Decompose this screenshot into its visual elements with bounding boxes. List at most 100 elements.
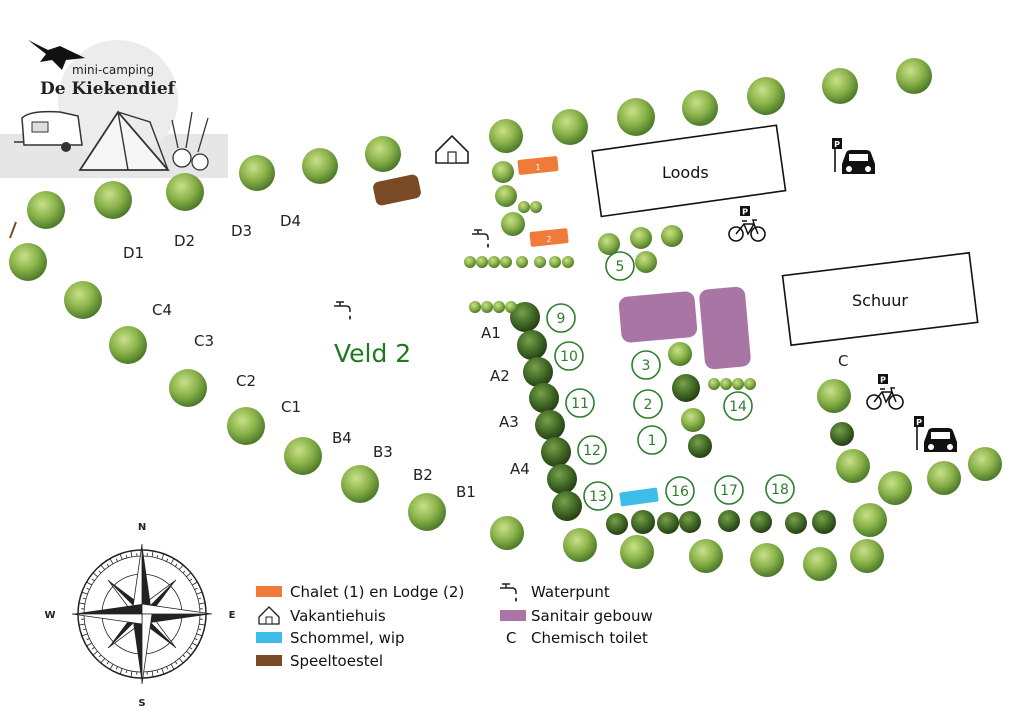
- pitch-circle: [577, 435, 607, 465]
- legend-house-icon: [258, 606, 280, 625]
- parking-letter: P: [742, 208, 748, 217]
- pitch-11: 11: [565, 388, 595, 418]
- tent-icon: [78, 110, 170, 171]
- tree: [878, 471, 912, 505]
- hedge-shrub: [530, 201, 542, 213]
- car-parking-icon-2: P: [914, 416, 957, 452]
- tree: [365, 136, 401, 172]
- site-label-d3: D3: [231, 222, 252, 240]
- legend-waterpunt-icon: [500, 583, 517, 602]
- compass-tick: [174, 563, 178, 567]
- parking-letter: P: [834, 140, 840, 149]
- waterpunt-icon-2: [334, 301, 351, 320]
- compass-tick: [151, 671, 154, 678]
- tree-dark: [718, 510, 740, 532]
- legend-swatch-schommel: [256, 632, 282, 643]
- hedge-shrub: [464, 256, 476, 268]
- legend-chemisch: Chemisch toilet: [531, 629, 648, 647]
- compass-tick: [109, 558, 114, 564]
- compass-tick: [125, 554, 128, 559]
- tree-dark: [606, 513, 628, 535]
- pitch-number: 3: [642, 358, 651, 374]
- pitch-3: 3: [631, 350, 661, 380]
- tree: [563, 528, 597, 562]
- compass-tick: [161, 668, 165, 675]
- compass-tick: [100, 658, 106, 664]
- trees-layer: [9, 58, 1002, 581]
- chalet-2-number: 2: [546, 235, 551, 244]
- hedge-shrub: [534, 256, 546, 268]
- compass-tick: [151, 550, 154, 557]
- tree-dark: [812, 510, 836, 534]
- pitch-circle: [714, 475, 744, 505]
- tree: [341, 465, 379, 503]
- pitch-number: 9: [557, 311, 566, 327]
- tree: [284, 437, 322, 475]
- pitch-1: 1: [637, 425, 667, 455]
- hedge-shrub: [481, 301, 493, 313]
- compass-west: W: [44, 610, 55, 621]
- pitch-circle: [583, 481, 613, 511]
- compass-tick: [92, 572, 98, 578]
- pitch-circle: [631, 350, 661, 380]
- hedge-shrub: [505, 301, 517, 313]
- tree-dark: [517, 330, 547, 360]
- schuur-building: [781, 251, 979, 347]
- legend-swatch-speeltoestel: [256, 655, 282, 666]
- compass-tick: [130, 671, 133, 678]
- legend-swatch-sanitair: [500, 610, 526, 621]
- compass-tick: [109, 664, 114, 670]
- tree: [620, 535, 654, 569]
- tree: [682, 90, 718, 126]
- pitch-17: 17: [714, 475, 744, 505]
- hedge-shrub: [476, 256, 488, 268]
- compass-tick: [199, 623, 206, 626]
- pitch-16: 16: [665, 476, 695, 506]
- pitch-number: 18: [771, 482, 789, 498]
- legend: Chalet (1) en Lodge (2) Vakantiehuis Sch…: [256, 583, 653, 670]
- compass-tick: [178, 564, 184, 570]
- compass-tick: [86, 638, 90, 641]
- compass-tick: [189, 578, 193, 582]
- tree: [630, 227, 652, 249]
- compass-tick: [166, 666, 169, 670]
- hedge-shrub: [562, 256, 574, 268]
- site-label-a2: A2: [490, 367, 510, 385]
- tree: [169, 369, 207, 407]
- compass-tick: [182, 570, 186, 574]
- compass-tick: [197, 597, 202, 600]
- hedge-shrub: [488, 256, 500, 268]
- schommel-wip: [619, 487, 659, 507]
- tree: [492, 161, 514, 183]
- pitch-12: 12: [577, 435, 607, 465]
- hedge-shrub: [708, 378, 720, 390]
- pitch-circle: [637, 425, 667, 455]
- compass-tick: [91, 646, 95, 650]
- vegetables-icon: [171, 111, 209, 171]
- compass-tick: [91, 578, 95, 582]
- pitch-circle: [565, 388, 595, 418]
- tree: [227, 407, 265, 445]
- site-labels: D1 D2 D3 D4 C4 C3 C2 C1 B4 B3 B2 B1 A1 A…: [123, 212, 530, 501]
- chemisch-toilet-marker: C: [838, 352, 848, 370]
- tree-dark: [510, 302, 540, 332]
- tree: [896, 58, 932, 94]
- tree: [408, 493, 446, 531]
- pitch-circle: [765, 474, 795, 504]
- compass-tick: [78, 602, 85, 605]
- pitch-number: 11: [571, 396, 589, 412]
- tree: [836, 449, 870, 483]
- compass-tick: [82, 628, 87, 631]
- legend-chalet: Chalet (1) en Lodge (2): [290, 583, 464, 601]
- logo-line2: De Kiekendief: [40, 79, 177, 99]
- hedge-shrub: [518, 201, 530, 213]
- field-label: Veld 2: [334, 339, 411, 368]
- bike-parking-icon-2: P: [866, 374, 904, 410]
- legend-vakantiehuis: Vakantiehuis: [290, 607, 386, 625]
- tree-dark: [672, 374, 700, 402]
- site-label-b4: B4: [332, 429, 352, 447]
- tree: [750, 543, 784, 577]
- pitch-number: 12: [583, 443, 601, 459]
- tree: [668, 342, 692, 366]
